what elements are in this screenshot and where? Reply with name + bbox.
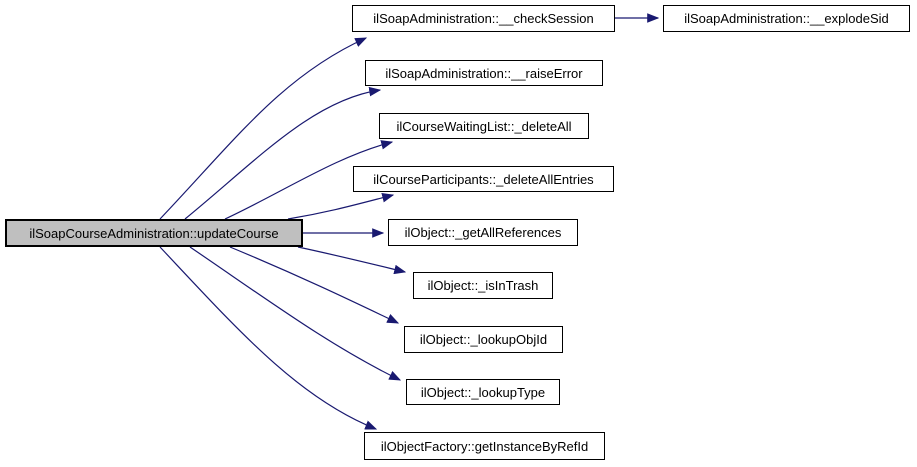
edge-updateCourse-checkSession [159, 37, 368, 220]
edge-updateCourse-isInTrash [297, 246, 407, 275]
node-get-instance-by-ref-id[interactable]: ilObjectFactory::getInstanceByRefId [364, 432, 605, 460]
node-check-session[interactable]: ilSoapAdministration::__checkSession [352, 5, 615, 32]
edge-updateCourse-deleteAllEntries [287, 193, 395, 220]
node-lookup-type[interactable]: ilObject::_lookupType [406, 379, 560, 405]
node-delete-all[interactable]: ilCourseWaitingList::_deleteAll [379, 113, 589, 139]
edge-updateCourse-raiseError [184, 86, 382, 220]
edge-updateCourse-lookupType [189, 246, 402, 381]
node-is-in-trash[interactable]: ilObject::_isInTrash [413, 272, 553, 299]
node-get-all-references[interactable]: ilObject::_getAllReferences [388, 219, 578, 246]
edge-updateCourse-lookupObjId [229, 246, 400, 324]
node-raise-error[interactable]: ilSoapAdministration::__raiseError [365, 60, 603, 86]
edge-updateCourse-getInstanceByRefId [159, 246, 378, 430]
node-lookup-obj-id[interactable]: ilObject::_lookupObjId [404, 326, 563, 353]
node-explode-sid[interactable]: ilSoapAdministration::__explodeSid [663, 5, 910, 32]
edge-updateCourse-deleteAll [224, 140, 394, 220]
node-delete-all-entries[interactable]: ilCourseParticipants::_deleteAllEntries [353, 166, 614, 192]
node-update-course: ilSoapCourseAdministration::updateCourse [5, 219, 303, 247]
